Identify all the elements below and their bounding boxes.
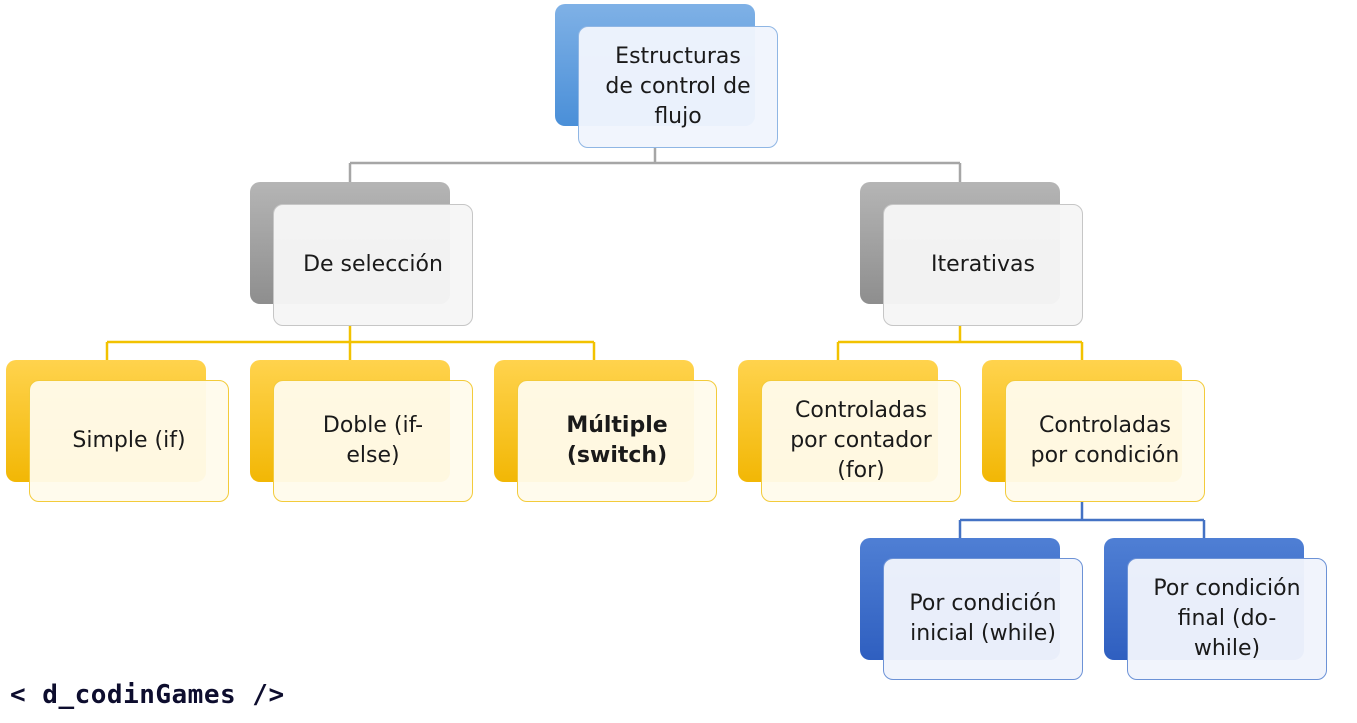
node-condicion-card: Controladas por condición bbox=[1005, 380, 1205, 502]
node-inicial-label: Por condición inicial (while) bbox=[909, 591, 1057, 646]
node-doble: Doble (if- else) bbox=[250, 360, 475, 504]
node-simple-card: Simple (if) bbox=[29, 380, 229, 502]
node-seleccion-label: De selección bbox=[303, 252, 443, 277]
node-condicion-label: Controladas por condición bbox=[1030, 413, 1180, 468]
node-multiple: Múltiple (switch) bbox=[494, 360, 719, 504]
node-contador-label: Controladas por contador (for) bbox=[790, 398, 932, 483]
node-contador-card: Controladas por contador (for) bbox=[761, 380, 961, 502]
node-seleccion: De selección bbox=[250, 182, 475, 328]
node-condicion: Controladas por condición bbox=[982, 360, 1207, 504]
node-final-card: Por condición final (do- while) bbox=[1127, 558, 1327, 680]
node-root: Estructuras de control de flujo bbox=[555, 4, 780, 150]
node-doble-label: Doble (if- else) bbox=[322, 413, 424, 468]
node-iterativas-label: Iterativas bbox=[931, 252, 1035, 277]
node-multiple-card: Múltiple (switch) bbox=[517, 380, 717, 502]
node-seleccion-card: De selección bbox=[273, 204, 473, 326]
brand-logo-text: < d_codinGames /> bbox=[10, 680, 285, 710]
connector-condicion bbox=[958, 502, 1206, 538]
node-inicial-card: Por condición inicial (while) bbox=[883, 558, 1083, 680]
node-iterativas-card: Iterativas bbox=[883, 204, 1083, 326]
node-multiple-label: Múltiple (switch) bbox=[566, 413, 668, 468]
node-contador: Controladas por contador (for) bbox=[738, 360, 963, 504]
connector-root bbox=[348, 148, 962, 182]
node-simple-label: Simple (if) bbox=[72, 428, 186, 453]
connector-seleccion bbox=[105, 325, 596, 360]
node-doble-card: Doble (if- else) bbox=[273, 380, 473, 502]
connector-iterativas bbox=[836, 325, 1084, 360]
node-inicial: Por condición inicial (while) bbox=[860, 538, 1085, 682]
node-simple: Simple (if) bbox=[6, 360, 231, 504]
node-root-label: Estructuras de control de flujo bbox=[605, 44, 751, 129]
node-root-card: Estructuras de control de flujo bbox=[578, 26, 778, 148]
node-final-label: Por condición final (do- while) bbox=[1153, 576, 1301, 661]
node-final: Por condición final (do- while) bbox=[1104, 538, 1329, 682]
node-iterativas: Iterativas bbox=[860, 182, 1085, 328]
